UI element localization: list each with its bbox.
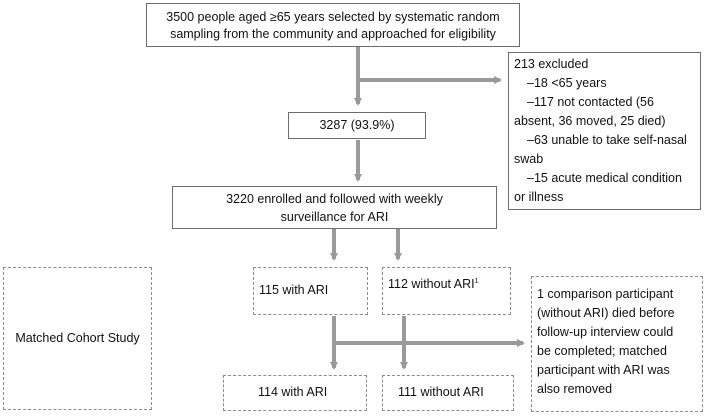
excluded-reason: swab (514, 152, 544, 166)
with-ari-initial-label: 115 with ARI (259, 283, 329, 297)
excluded-reason: –18 <65 years (527, 76, 607, 90)
excluded-reason: –117 not contacted (56 (527, 95, 654, 109)
without-ari-footnote-marker: 1 (474, 277, 479, 285)
without-ari-initial-label: 112 without ARI (388, 277, 475, 291)
removed-note-line: be completed; matched (537, 344, 667, 358)
eligible-label: 3287 (93.9%) (319, 118, 395, 132)
without-ari-initial-text: 112 without ARI1 (388, 276, 479, 293)
removed-note-line: participant with ARI was (537, 363, 670, 377)
excluded-box: 213 excluded –18 <65 years –117 not cont… (508, 52, 701, 210)
enrolled-box: 3220 enrolled and followed with weekly s… (172, 186, 497, 229)
sampled-line-2: sampling from the community and approach… (170, 27, 496, 41)
excluded-reason: –15 acute medical condition (527, 171, 682, 185)
removed-note-box: 1 comparison participant (without ARI) d… (531, 276, 703, 412)
excluded-reason: absent, 36 moved, 25 died) (514, 114, 666, 128)
matched-cohort-study-box: Matched Cohort Study (3, 267, 152, 410)
removed-note-line: 1 comparison participant (537, 287, 674, 301)
with-ari-final-box: 114 with ARI (223, 375, 367, 411)
without-ari-final-label: 111 without ARI (398, 385, 484, 399)
enrolled-line-2: surveillance for ARI (280, 210, 389, 224)
excluded-title: 213 excluded (514, 57, 589, 71)
removed-note-line: also removed (537, 382, 613, 396)
with-ari-initial-box: 115 with ARI (253, 267, 368, 315)
removed-note-line: follow-up interview could (537, 325, 674, 339)
eligible-box: 3287 (93.9%) (288, 112, 426, 139)
excluded-reason: –63 unable to take self-nasal (527, 133, 687, 147)
without-ari-final-box: 111 without ARI (382, 375, 514, 411)
matched-cohort-study-label: Matched Cohort Study (15, 331, 140, 345)
sampled-line-1: 3500 people aged ≥65 years selected by s… (166, 10, 500, 24)
removed-note-line: (without ARI) died before (537, 306, 675, 320)
sampled-box: 3500 people aged ≥65 years selected by s… (146, 3, 520, 47)
excluded-reason: or illness (514, 190, 564, 204)
enrolled-line-1: 3220 enrolled and followed with weekly (226, 192, 443, 206)
without-ari-initial-box: 112 without ARI1 (382, 267, 511, 315)
with-ari-final-label: 114 with ARI (258, 385, 328, 399)
